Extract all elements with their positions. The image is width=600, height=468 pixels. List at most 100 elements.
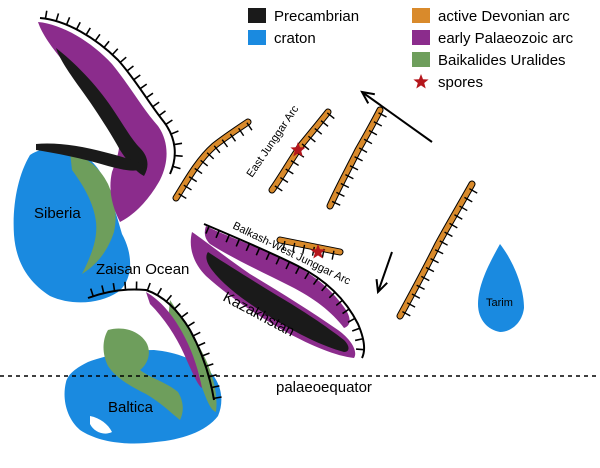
subduction-tick — [449, 222, 458, 229]
subduction-tick — [213, 145, 221, 154]
subduction-tick — [145, 92, 154, 99]
subduction-tick — [103, 40, 110, 48]
legend-swatch-craton — [248, 30, 266, 45]
baltica-baikalides — [103, 328, 183, 420]
subduction-tick — [221, 139, 229, 148]
baltica-label: Baltica — [108, 399, 154, 416]
subduction-tick — [368, 129, 378, 136]
siberia-precambrian-base — [36, 143, 146, 171]
spore-star-balkash — [310, 244, 326, 259]
siberia-baikalides — [70, 152, 116, 274]
subduction-tick — [152, 101, 160, 108]
subduction-tick — [173, 142, 183, 146]
devonian-arc-4-ticks — [402, 188, 478, 317]
legend-label-baikalides: Baikalides Uralides — [438, 52, 566, 69]
subduction-tick — [211, 385, 220, 389]
arrow-northwest — [361, 91, 433, 143]
subduction-tick — [187, 321, 195, 328]
baltica-subduction — [87, 288, 215, 401]
legend-swatch-baikalides — [412, 52, 430, 67]
subduction-tick — [342, 308, 350, 315]
subduction-tick — [44, 10, 48, 19]
legend-swatch-palaeozoic — [412, 30, 430, 45]
subduction-tick — [378, 112, 387, 118]
subduction-tick — [235, 238, 241, 247]
subduction-tick — [335, 299, 343, 307]
subduction-tick — [205, 225, 210, 234]
subduction-tick — [174, 154, 183, 157]
subduction-tick — [356, 348, 365, 351]
subduction-tick — [205, 363, 214, 368]
legend-label-craton: craton — [274, 30, 316, 47]
legend-swatch-devonian — [412, 8, 430, 23]
subduction-tick — [402, 310, 411, 317]
devonian-arc-4 — [397, 181, 475, 319]
subduction-tick — [178, 193, 187, 200]
east-junggar-label: East Junggar Arc — [245, 103, 302, 180]
subduction-tick — [425, 266, 435, 273]
subduction-tick — [225, 234, 231, 243]
subduction-tick — [170, 130, 179, 135]
subduction-tick — [126, 65, 134, 72]
subduction-tick — [314, 127, 323, 135]
zaisan-ocean-label: Zaisan Ocean — [96, 261, 189, 278]
subduction-tick — [454, 214, 463, 220]
subduction-tick — [459, 205, 468, 212]
subduction-tick — [89, 288, 94, 297]
baltica-bay — [90, 416, 112, 434]
subduction-tick — [188, 176, 198, 183]
subduction-tick — [165, 119, 173, 126]
subduction-tick — [229, 133, 237, 142]
kazakhstan-arc-upper — [204, 226, 350, 328]
subduction-tick — [406, 302, 416, 308]
subduction-tick — [320, 120, 329, 127]
subduction-tick — [358, 147, 368, 154]
subduction-tick — [158, 110, 166, 117]
subduction-tick — [85, 27, 91, 36]
subduction-tick — [65, 17, 71, 26]
devonian-arc-3 — [327, 107, 383, 209]
subduction-tick — [282, 240, 286, 250]
palaeoequator-label: palaeoequator — [276, 379, 372, 396]
subduction-tick — [192, 331, 201, 337]
subduction-tick — [294, 266, 301, 275]
subduction-tick — [75, 21, 81, 30]
subduction-tick — [183, 184, 192, 191]
subduction-tick — [307, 135, 316, 143]
siberia-palaeozoic-arc — [38, 22, 167, 222]
subduction-tick — [206, 152, 215, 160]
subduction-tick — [328, 291, 336, 299]
subduction-tick — [265, 252, 271, 261]
subduction-tick — [304, 271, 310, 280]
subduction-tick — [139, 83, 148, 90]
subduction-tick — [111, 48, 119, 56]
subduction-tick — [101, 285, 105, 294]
subduction-tick — [302, 244, 306, 254]
arrow-southwest — [377, 251, 393, 293]
devonian-arc-3-ticks — [331, 112, 387, 206]
subduction-tick — [430, 258, 439, 264]
subduction-tick — [354, 337, 364, 342]
subduction-tick — [345, 173, 354, 180]
subduction-tick — [416, 284, 425, 291]
subduction-tick — [420, 275, 430, 282]
legend: Precambrian craton active Devonian arc e… — [248, 8, 574, 91]
subduction-tick — [274, 185, 283, 192]
spore-star-east-junggar — [290, 142, 306, 157]
subduction-tick — [213, 396, 222, 400]
subduction-tick — [275, 256, 281, 265]
siberia-subduction-ticks — [44, 10, 183, 170]
subduction-tick — [156, 287, 163, 296]
subduction-tick — [215, 230, 220, 239]
subduction-tick — [321, 284, 328, 292]
subduction-tick — [464, 196, 473, 203]
subduction-tick — [201, 352, 210, 357]
subduction-tick — [146, 282, 151, 291]
subduction-tick — [180, 311, 189, 318]
baltica-subduction-ticks — [89, 281, 222, 400]
subduction-tick — [112, 283, 116, 292]
subduction-tick — [340, 182, 350, 189]
subduction-tick — [197, 341, 206, 347]
subduction-tick — [351, 327, 361, 332]
